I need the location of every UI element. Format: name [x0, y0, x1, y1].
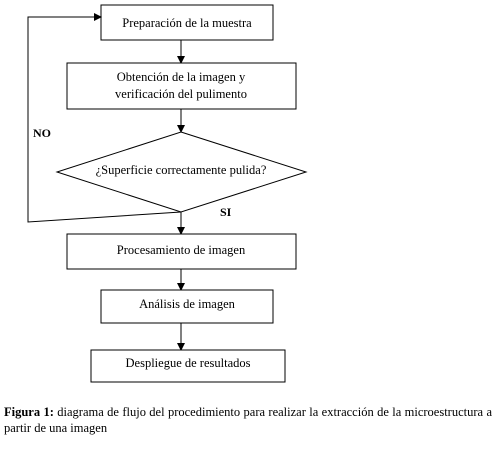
edge-label-no: NO — [33, 126, 51, 140]
node-sample-preparation: Preparación de la muestra — [100, 4, 274, 41]
node-results-display-label: Despliegue de resultados — [126, 356, 251, 370]
node-image-analysis-label: Análisis de imagen — [139, 297, 236, 311]
node-decision-polished-label: ¿Superficie correctamente pulida? — [96, 163, 267, 177]
node-image-processing: Procesamiento de imagen — [66, 233, 297, 270]
node-results-display: Despliegue de resultados — [90, 349, 286, 383]
node-image-acquisition-label-line1: Obtención de la imagen y — [117, 70, 246, 84]
node-image-acquisition-label-line2: verificación del pulimento — [115, 87, 247, 101]
figure-caption: Figura 1: diagrama de flujo del procedim… — [4, 404, 492, 436]
figure-caption-label: Figura 1: — [4, 405, 54, 419]
arrow-decision-no-loop — [27, 13, 182, 223]
node-image-analysis: Análisis de imagen — [100, 289, 274, 324]
node-sample-preparation-label: Preparación de la muestra — [122, 16, 252, 30]
node-image-acquisition: Obtención de la imagen y verificación de… — [66, 62, 297, 110]
figure-caption-text: diagrama de flujo del procedimiento para… — [4, 405, 492, 435]
node-image-processing-label: Procesamiento de imagen — [117, 243, 246, 257]
node-decision-polished: ¿Superficie correctamente pulida? — [55, 131, 308, 213]
edge-label-yes: SI — [220, 205, 232, 219]
